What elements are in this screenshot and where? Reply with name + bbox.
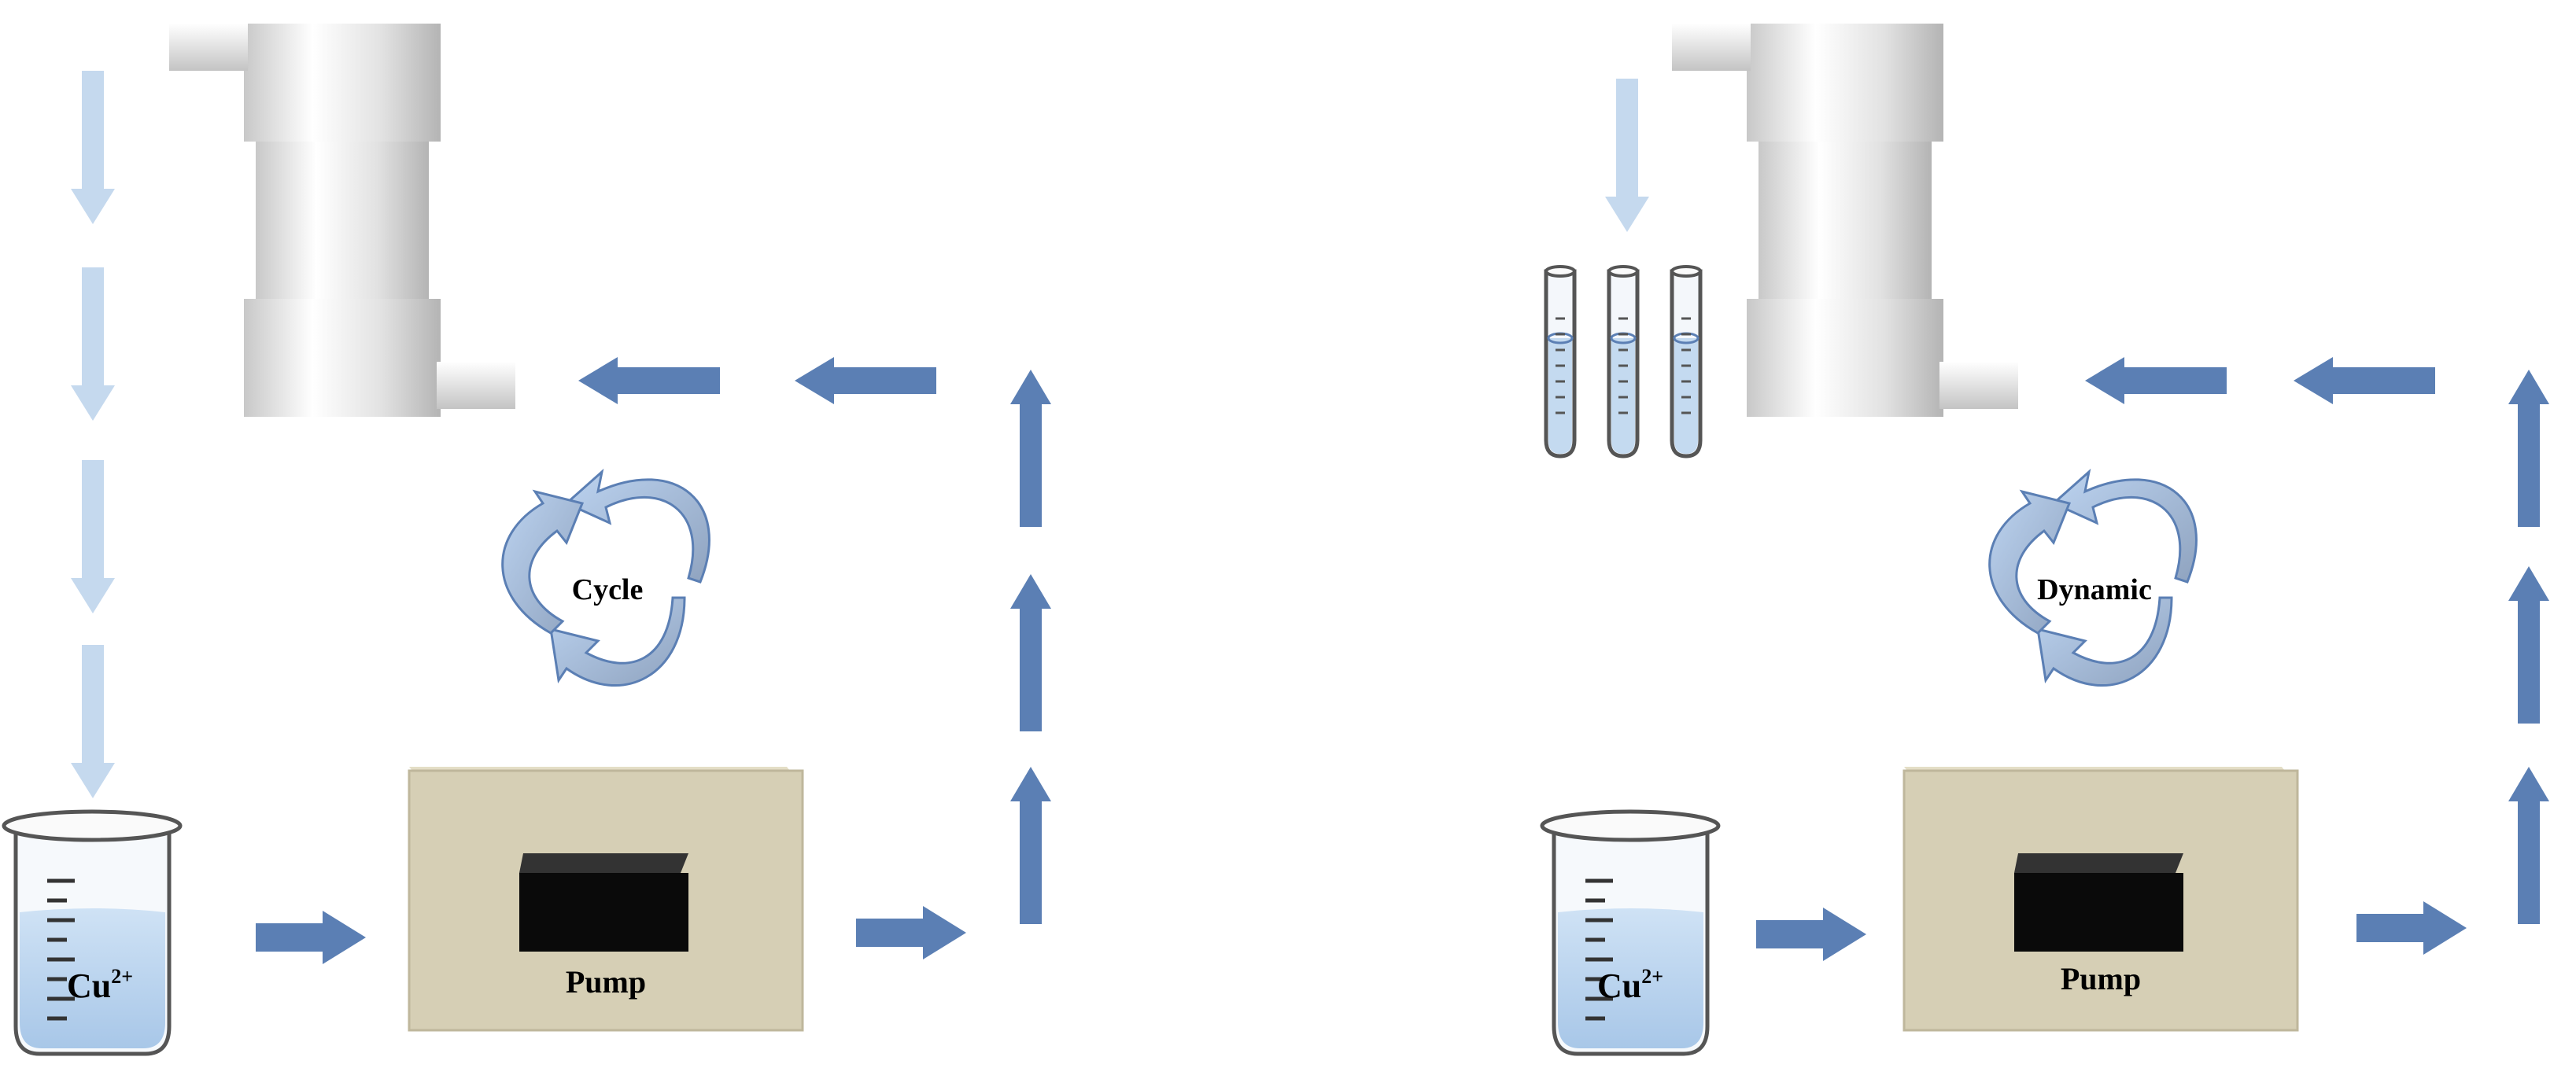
test-tube [1609,267,1637,456]
adsorption-column [169,24,515,417]
test-tube [1672,267,1700,456]
beaker [4,812,180,1054]
pump-label: Pump [2061,961,2141,996]
pump-label: Pump [566,964,646,1000]
cycle-label: Cycle [572,573,644,606]
beaker-label: Cu2+ [1597,965,1663,1005]
outflow-arrows [1605,79,1649,232]
adsorption-column [1672,24,2018,417]
beaker [1542,812,1718,1054]
cycle-label: Dynamic [2037,573,2152,606]
right-panel: Cu2+ Pump Dynamic [1542,24,2549,1054]
test-tube [1546,267,1574,456]
test-tubes [1546,267,1700,456]
beaker-label: Cu2+ [67,965,133,1005]
outflow-arrows [71,71,115,798]
left-panel: Cu2+ Pump Cycle [4,24,1051,1054]
